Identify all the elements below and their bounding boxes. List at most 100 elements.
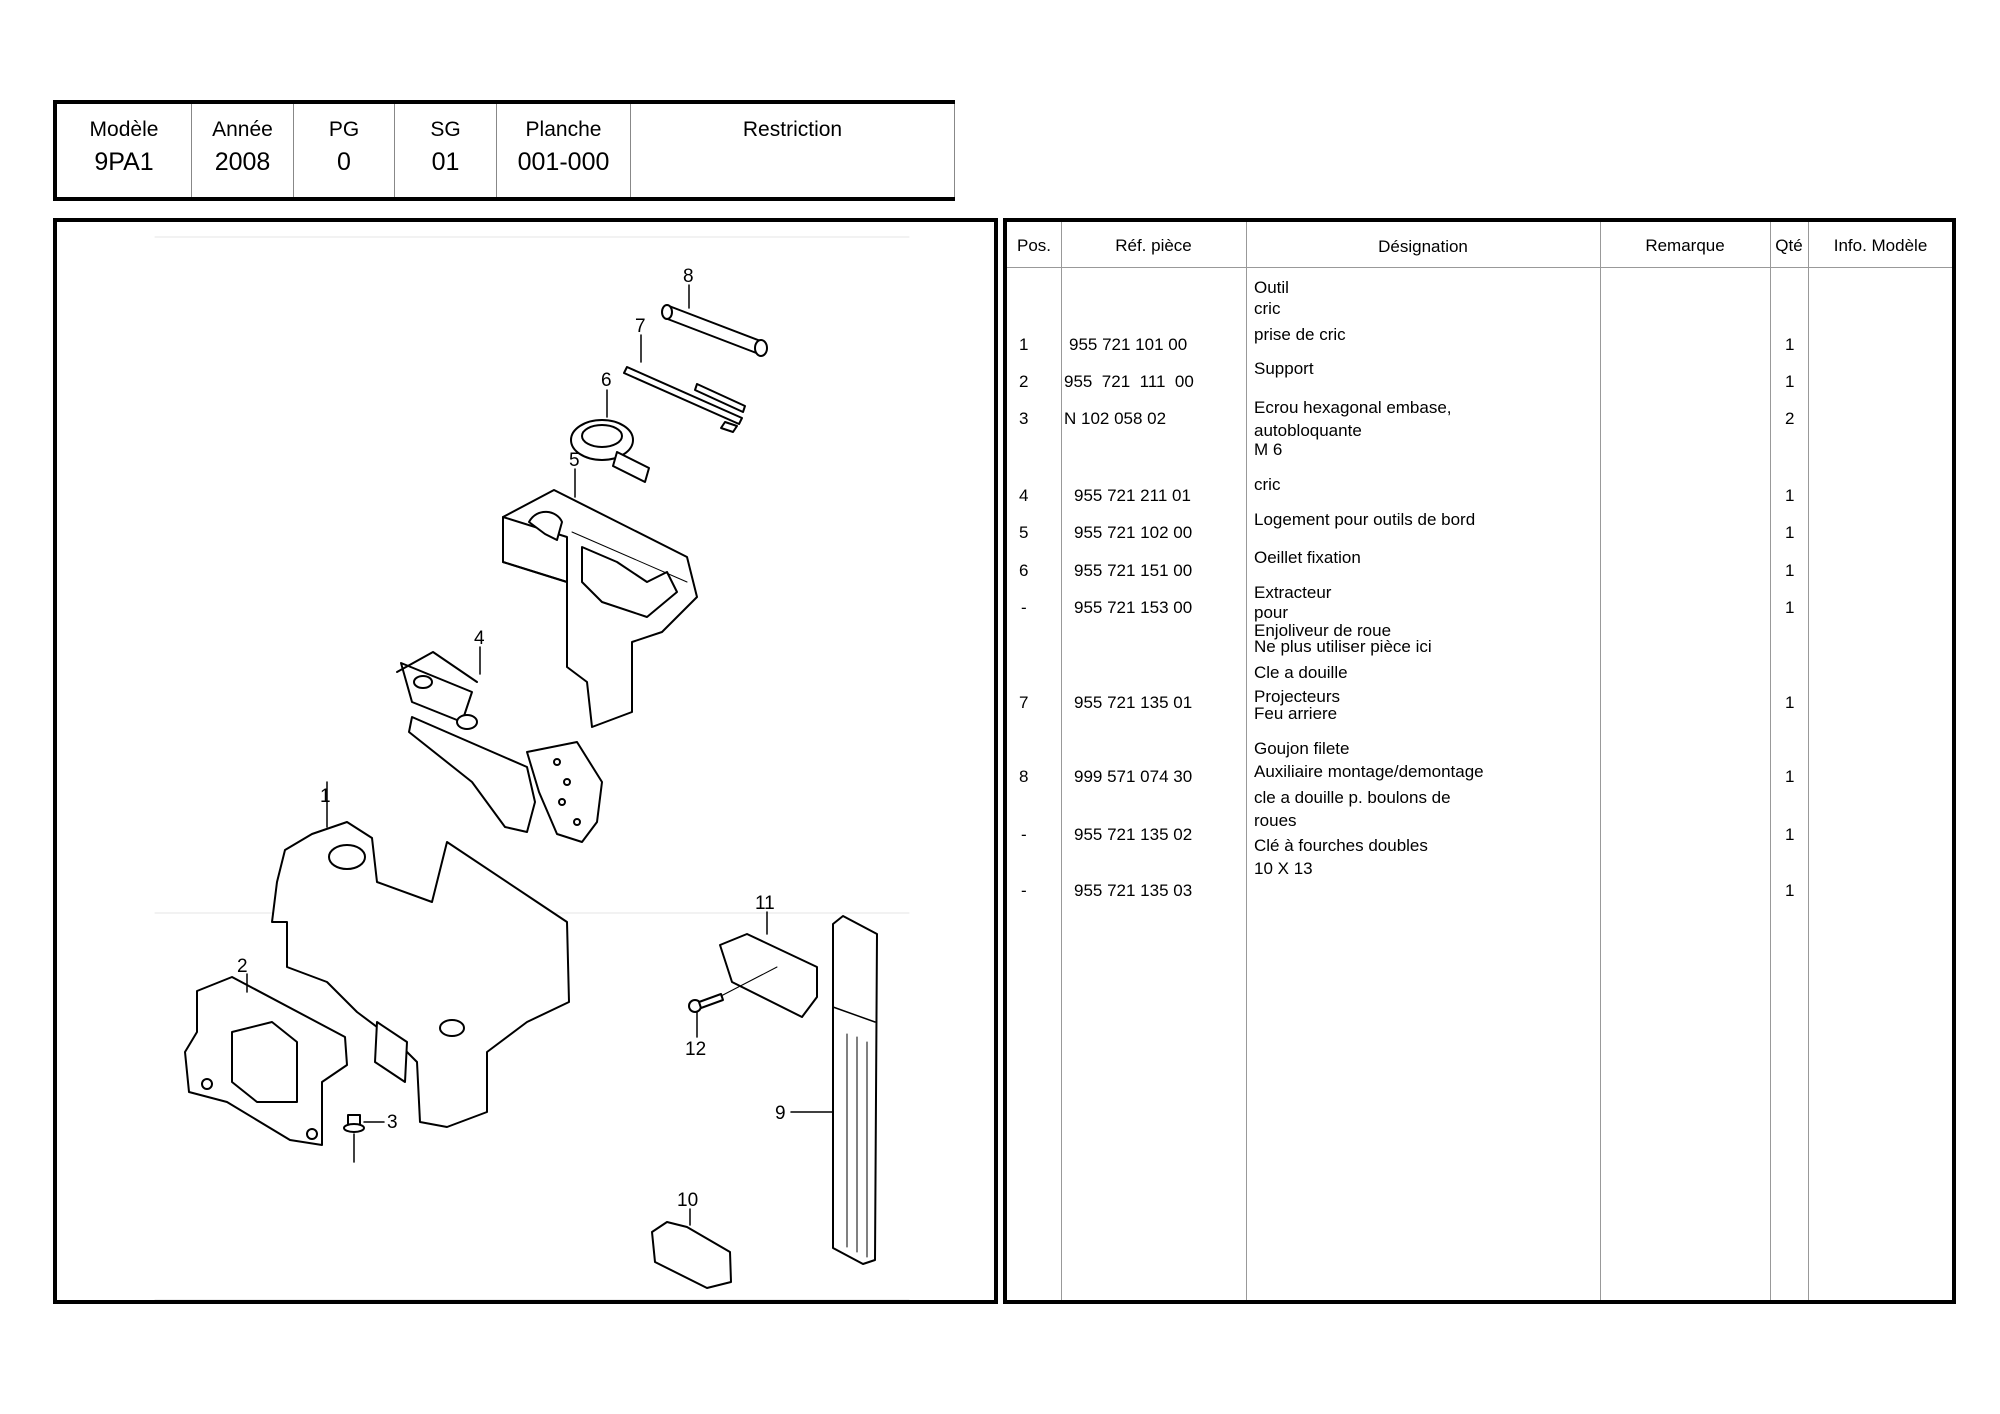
header-label: Planche <box>525 118 602 141</box>
header-label: PG <box>328 118 360 141</box>
designation-line: Oeillet fixation <box>1254 548 1361 567</box>
part-11-clip-holder <box>719 911 818 1018</box>
part-10-end-cap <box>651 1208 732 1289</box>
part-4-jack <box>396 646 603 843</box>
row-qte: 2 <box>1785 409 1795 428</box>
callout-1: 1 <box>320 786 331 807</box>
designation-line: cric <box>1254 475 1281 494</box>
row-ref: 955 721 151 00 <box>1074 561 1193 580</box>
header-info-table: Modèle 9PA1 Année 2008 PG 0 SG 01 Planch… <box>53 100 955 201</box>
row-pos: 8 <box>1019 767 1029 786</box>
column-divider <box>1061 222 1062 1300</box>
designation-line: cle a douille p. boulons de <box>1254 788 1451 807</box>
part-2-support-plate <box>184 973 348 1146</box>
row-pos: 4 <box>1019 486 1029 505</box>
callout-4: 4 <box>474 628 485 649</box>
designation-line: Outil <box>1254 278 1289 297</box>
callout-8: 8 <box>683 266 694 287</box>
row-ref: 955 721 101 00 <box>1069 335 1188 354</box>
part-8-pin <box>661 284 768 357</box>
designation-line: Projecteurs <box>1254 687 1340 706</box>
row-pos: 2 <box>1019 372 1029 391</box>
row-ref: 999 571 074 30 <box>1074 767 1193 786</box>
designation-line: cric <box>1254 299 1281 318</box>
row-qte: 1 <box>1785 335 1795 354</box>
callout-11: 11 <box>755 893 775 914</box>
header-col-planche: Planche 001-000 <box>497 104 631 197</box>
designation-line: autobloquante <box>1254 421 1362 440</box>
row-pos: - <box>1021 598 1027 617</box>
callout-12: 12 <box>685 1039 706 1060</box>
header-col-annee: Année 2008 <box>192 104 294 197</box>
callout-7: 7 <box>635 316 646 337</box>
col-header-remarque: Remarque <box>1645 236 1725 255</box>
callout-3: 3 <box>387 1112 398 1133</box>
part-9-bar <box>790 915 878 1265</box>
callout-9: 9 <box>775 1103 786 1124</box>
callout-6: 6 <box>601 370 612 391</box>
row-qte: 1 <box>1785 486 1795 505</box>
callout-10: 10 <box>677 1190 698 1211</box>
col-header-ref: Réf. pièce <box>1115 236 1192 255</box>
header-col-modele: Modèle 9PA1 <box>57 104 192 197</box>
row-qte: 1 <box>1785 825 1795 844</box>
callout-5: 5 <box>569 450 580 471</box>
column-divider <box>1770 222 1771 1300</box>
row-ref: 955 721 135 02 <box>1074 825 1193 844</box>
row-ref: 955 721 153 00 <box>1074 598 1193 617</box>
header-col-pg: PG 0 <box>294 104 395 197</box>
row-ref: 955 721 135 01 <box>1074 693 1193 712</box>
designation-line: pour <box>1254 603 1289 622</box>
row-qte: 1 <box>1785 523 1795 542</box>
header-label: Année <box>212 118 273 141</box>
part-1-base-holder <box>271 781 570 1128</box>
row-pos: - <box>1021 825 1027 844</box>
column-divider <box>1600 222 1601 1300</box>
row-ref: 955 721 102 00 <box>1074 523 1193 542</box>
col-header-qte: Qté <box>1775 236 1803 255</box>
designation-line: M 6 <box>1254 440 1283 459</box>
part-3-nut <box>343 1114 385 1163</box>
callout-2: 2 <box>237 956 248 977</box>
row-qte: 1 <box>1785 767 1795 786</box>
part-5-tool-tray <box>502 468 698 728</box>
column-divider <box>1808 222 1809 1300</box>
header-label: Restriction <box>742 118 843 141</box>
col-header-designation: Désignation <box>1378 237 1468 256</box>
header-value: 01 <box>431 148 460 176</box>
header-col-sg: SG 01 <box>395 104 497 197</box>
row-ref: N 102 058 02 <box>1064 409 1167 428</box>
row-pos: - <box>1021 881 1027 900</box>
row-pos: 6 <box>1019 561 1029 580</box>
diagram-drawing: 1 2 3 4 5 6 7 8 9 10 11 12 <box>154 236 910 1300</box>
row-ref: 955 721 211 01 <box>1074 486 1191 505</box>
row-pos: 1 <box>1019 335 1029 354</box>
header-label: Modèle <box>89 118 159 141</box>
designation-line: Enjoliveur de roue <box>1254 621 1392 640</box>
designation-line: Auxiliaire montage/demontage <box>1254 762 1484 781</box>
designation-line: prise de cric <box>1254 325 1346 344</box>
designation-line: Ecrou hexagonal embase, <box>1254 398 1452 417</box>
row-ref: 955 721 111 00 <box>1064 372 1194 391</box>
row-qte: 1 <box>1785 693 1795 712</box>
column-divider <box>1246 222 1247 1300</box>
designation-line: roues <box>1254 811 1297 830</box>
designation-line: Goujon filete <box>1254 739 1350 758</box>
designation-line: 10 X 13 <box>1254 859 1313 878</box>
header-label: SG <box>430 118 461 141</box>
designation-line: Cle a douille <box>1254 663 1348 682</box>
part-6-eyelet <box>570 389 650 483</box>
designation-line: Ne plus utiliser pièce ici <box>1254 637 1432 656</box>
row-qte: 1 <box>1785 372 1795 391</box>
row-pos: 5 <box>1019 523 1029 542</box>
designation-line: Clé à fourches doubles <box>1254 836 1428 855</box>
part-7-rod <box>623 334 746 433</box>
designation-line: Feu arriere <box>1254 704 1338 723</box>
designation-line: Extracteur <box>1254 583 1332 602</box>
row-pos: 7 <box>1019 693 1029 712</box>
parts-list-table: Pos. Réf. pièce Désignation Remarque Qté… <box>1003 218 1956 1304</box>
header-value: 9PA1 <box>94 148 154 176</box>
designation-line: Support <box>1254 359 1314 378</box>
header-divider <box>1007 267 1952 268</box>
header-col-restriction: Restriction <box>631 104 955 197</box>
